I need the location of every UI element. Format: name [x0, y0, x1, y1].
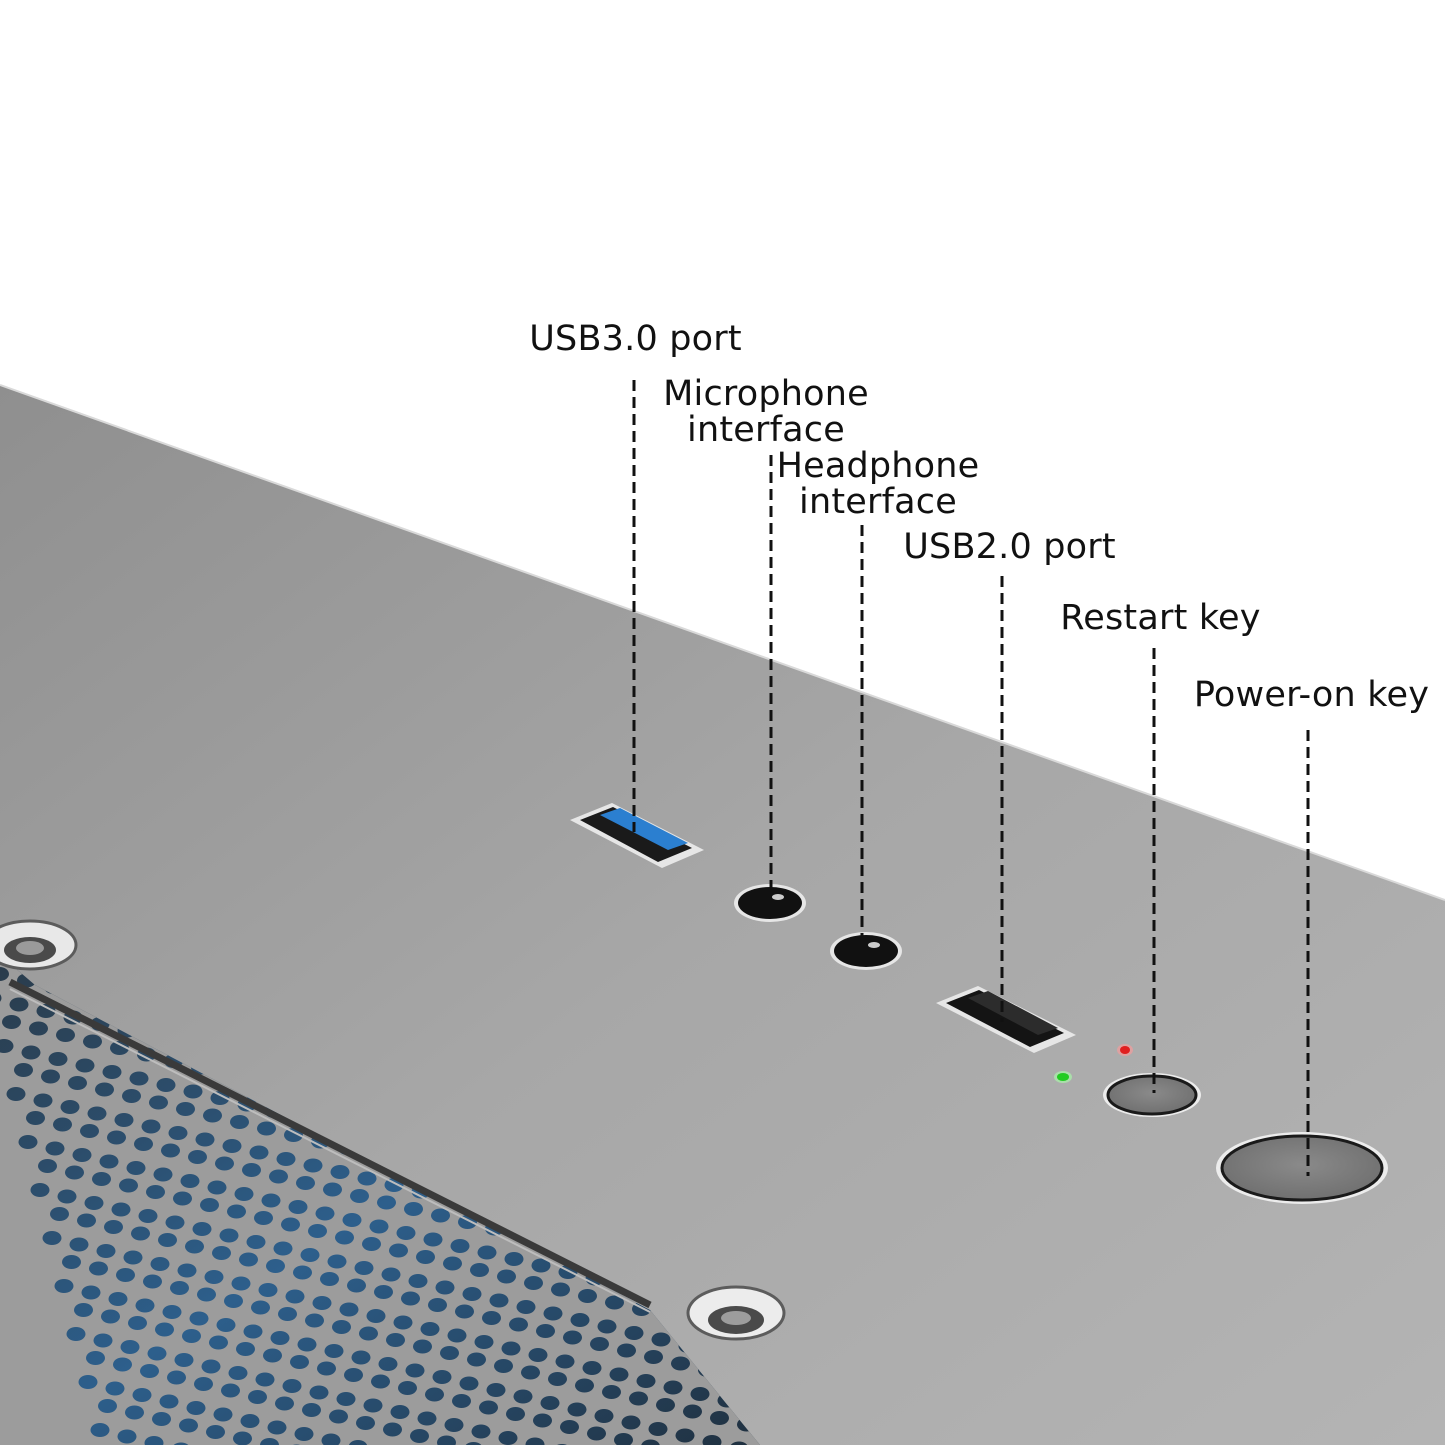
power-button-icon[interactable] — [1216, 1132, 1388, 1204]
microphone-interface-label: Microphone interface — [656, 376, 876, 448]
restart-key-label-text: Restart key — [1060, 598, 1261, 638]
screw-top-left-icon — [0, 919, 78, 971]
panel-edge-highlight — [0, 384, 1445, 901]
screw-bottom-right-icon — [686, 1285, 786, 1341]
power-led-green-icon — [1054, 1071, 1072, 1083]
headphone-jack-icon[interactable] — [830, 932, 902, 970]
mesh-center-rail — [8, 978, 652, 1309]
mesh-rail-highlight — [9, 988, 651, 1313]
usb3-port-label: USB3.0 port — [523, 321, 748, 357]
usb2-port-label-text: USB2.0 port — [903, 527, 1116, 567]
usb3-port-label-text: USB3.0 port — [529, 319, 742, 359]
power-on-key-label: Power-on key — [1184, 677, 1439, 713]
restart-key-label: Restart key — [1053, 600, 1268, 636]
microphone-label-line2: interface — [687, 410, 845, 450]
usb2-port-icon[interactable] — [936, 986, 1076, 1053]
headphone-label-line2: interface — [799, 482, 957, 522]
headphone-interface-label: Headphone interface — [773, 448, 983, 520]
headphone-label-line1: Headphone — [776, 446, 980, 486]
restart-button-icon[interactable] — [1103, 1073, 1201, 1117]
usb2-port-label: USB2.0 port — [897, 529, 1122, 565]
power-on-key-label-text: Power-on key — [1193, 675, 1430, 715]
microphone-jack-icon[interactable] — [734, 884, 806, 922]
hdd-led-red-icon — [1117, 1044, 1133, 1056]
usb3-port-icon[interactable] — [570, 803, 704, 868]
microphone-label-line1: Microphone — [663, 374, 869, 414]
